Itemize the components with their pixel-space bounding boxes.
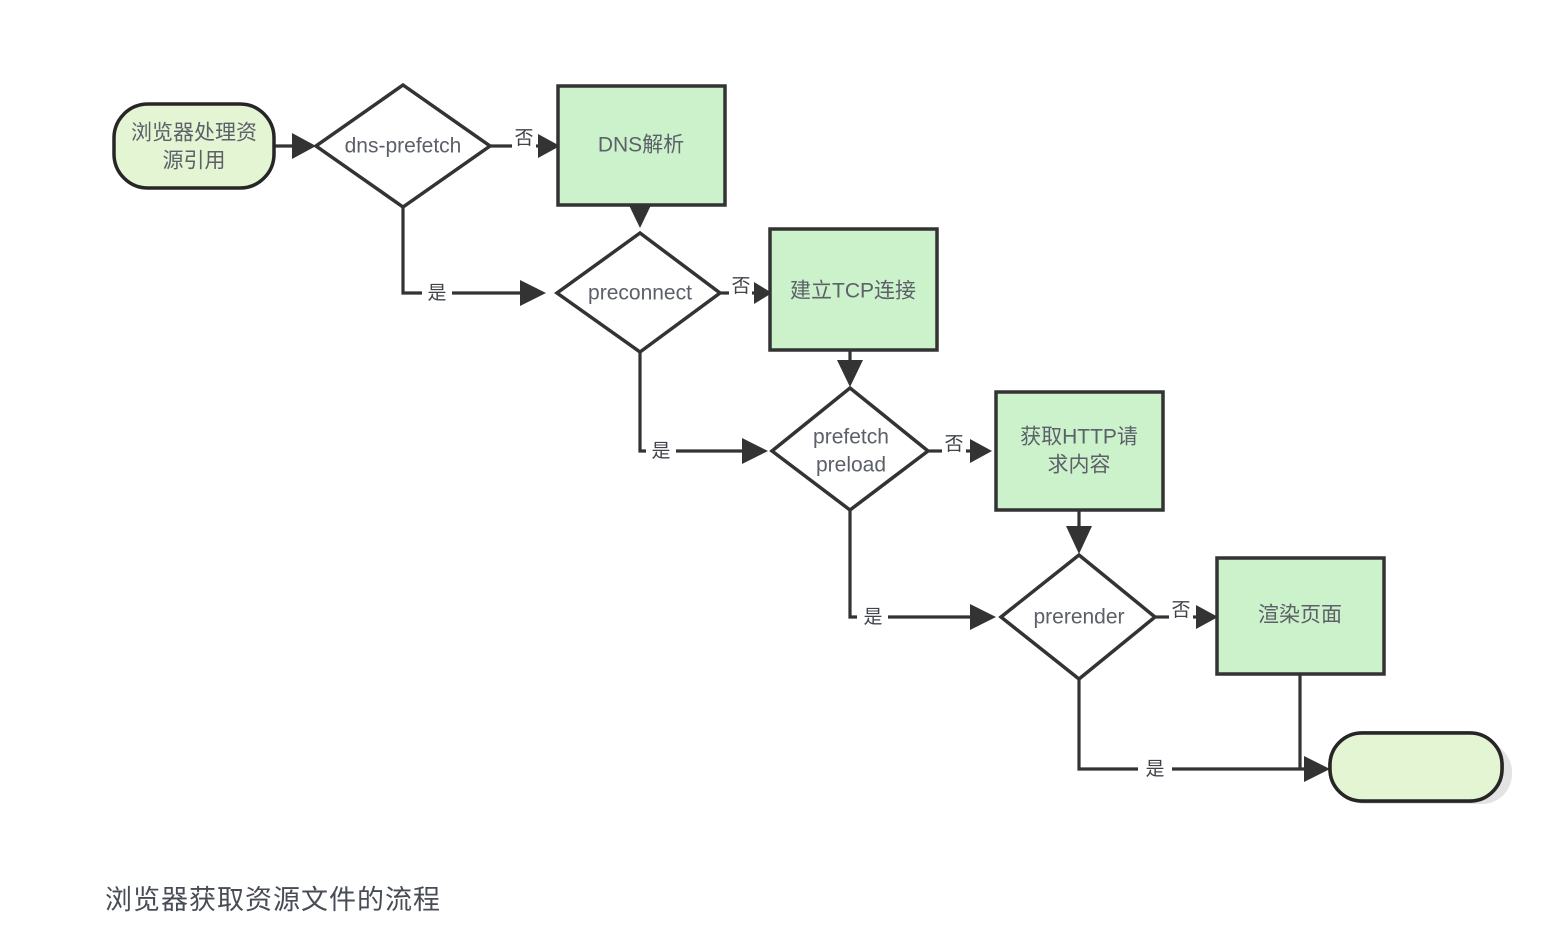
node-process-render-page[interactable]: 渲染页面 [1215,556,1386,676]
edge-label-yes: 是 [651,441,670,462]
edge-prefetch-no: 否 [928,434,992,463]
arrow-head-icon [754,282,772,304]
node-label-prerender: prerender [1033,606,1124,629]
node-label-preconnect: preconnect [588,282,692,305]
edge-label-yes: 是 [863,607,882,628]
arrow-head-icon [970,604,996,630]
edge-label-no: 否 [731,276,750,297]
node-label-dns-prefetch: dns-prefetch [345,135,462,158]
edge-dns-prefetch-no: 否 [490,128,560,158]
arrow-head-icon [837,360,863,387]
node-label-tcp-connect: 建立TCP连接 [790,280,916,303]
edge-start-to-dns-prefetch [274,133,316,159]
arrow-head-icon [1066,526,1092,554]
node-decision-prerender[interactable]: prerender [998,552,1158,682]
arrow-head-icon [538,134,560,158]
arrow-head-icon [970,439,992,463]
edge-prerender-no: 否 [1155,600,1218,629]
edge-label-yes: 是 [427,283,446,304]
node-label-http-line1: 获取HTTP请 [1020,426,1138,449]
node-label-http-line2: 求内容 [1048,454,1111,477]
arrow-head-icon [520,280,546,306]
node-label-render-page: 渲染页面 [1258,604,1342,627]
node-end-present-to-user[interactable]: 呈现给用户 [1328,731,1512,806]
edge-label-yes: 是 [1145,759,1164,780]
edge-prefetch-yes: 是 [848,510,996,630]
edge-preconnect-yes: 是 [638,352,768,464]
node-decision-dns-prefetch[interactable]: dns-prefetch [312,82,494,210]
edge-tcp-to-prefetch [837,350,863,387]
arrow-head-icon [1196,605,1218,629]
node-label-start-line2: 源引用 [163,150,226,173]
node-label-prefetch: prefetch [813,426,889,449]
arrow-head-icon [742,438,768,464]
arrow-head-icon [627,201,653,228]
node-decision-prefetch-preload[interactable]: prefetch preload [769,385,931,513]
edge-label-no: 否 [944,434,963,455]
diagram-caption: 浏览器获取资源文件的流程 [105,885,441,915]
node-label-start-line1: 浏览器处理资 [131,122,257,145]
node-decision-preconnect[interactable]: preconnect [553,230,723,355]
node-process-http-request[interactable]: 获取HTTP请 求内容 [994,390,1165,512]
edge-http-to-prerender [1066,510,1092,554]
arrow-head-icon [1304,756,1330,782]
edge-dns-prefetch-yes: 是 [401,207,546,306]
node-label-preload: preload [816,454,886,477]
node-start-browser-handles-resource[interactable]: 浏览器处理资 源引用 [112,102,276,190]
edge-preconnect-no: 否 [720,276,772,304]
node-label-dns-resolve: DNS解析 [598,134,684,157]
node-process-dns-resolve[interactable]: DNS解析 [556,84,727,207]
node-process-tcp-connect[interactable]: 建立TCP连接 [768,227,939,352]
arrow-head-icon [292,133,316,159]
edge-label-no: 否 [514,128,533,149]
edge-label-no: 否 [1171,600,1190,621]
edge-prerender-yes: 是 [1077,680,1330,782]
